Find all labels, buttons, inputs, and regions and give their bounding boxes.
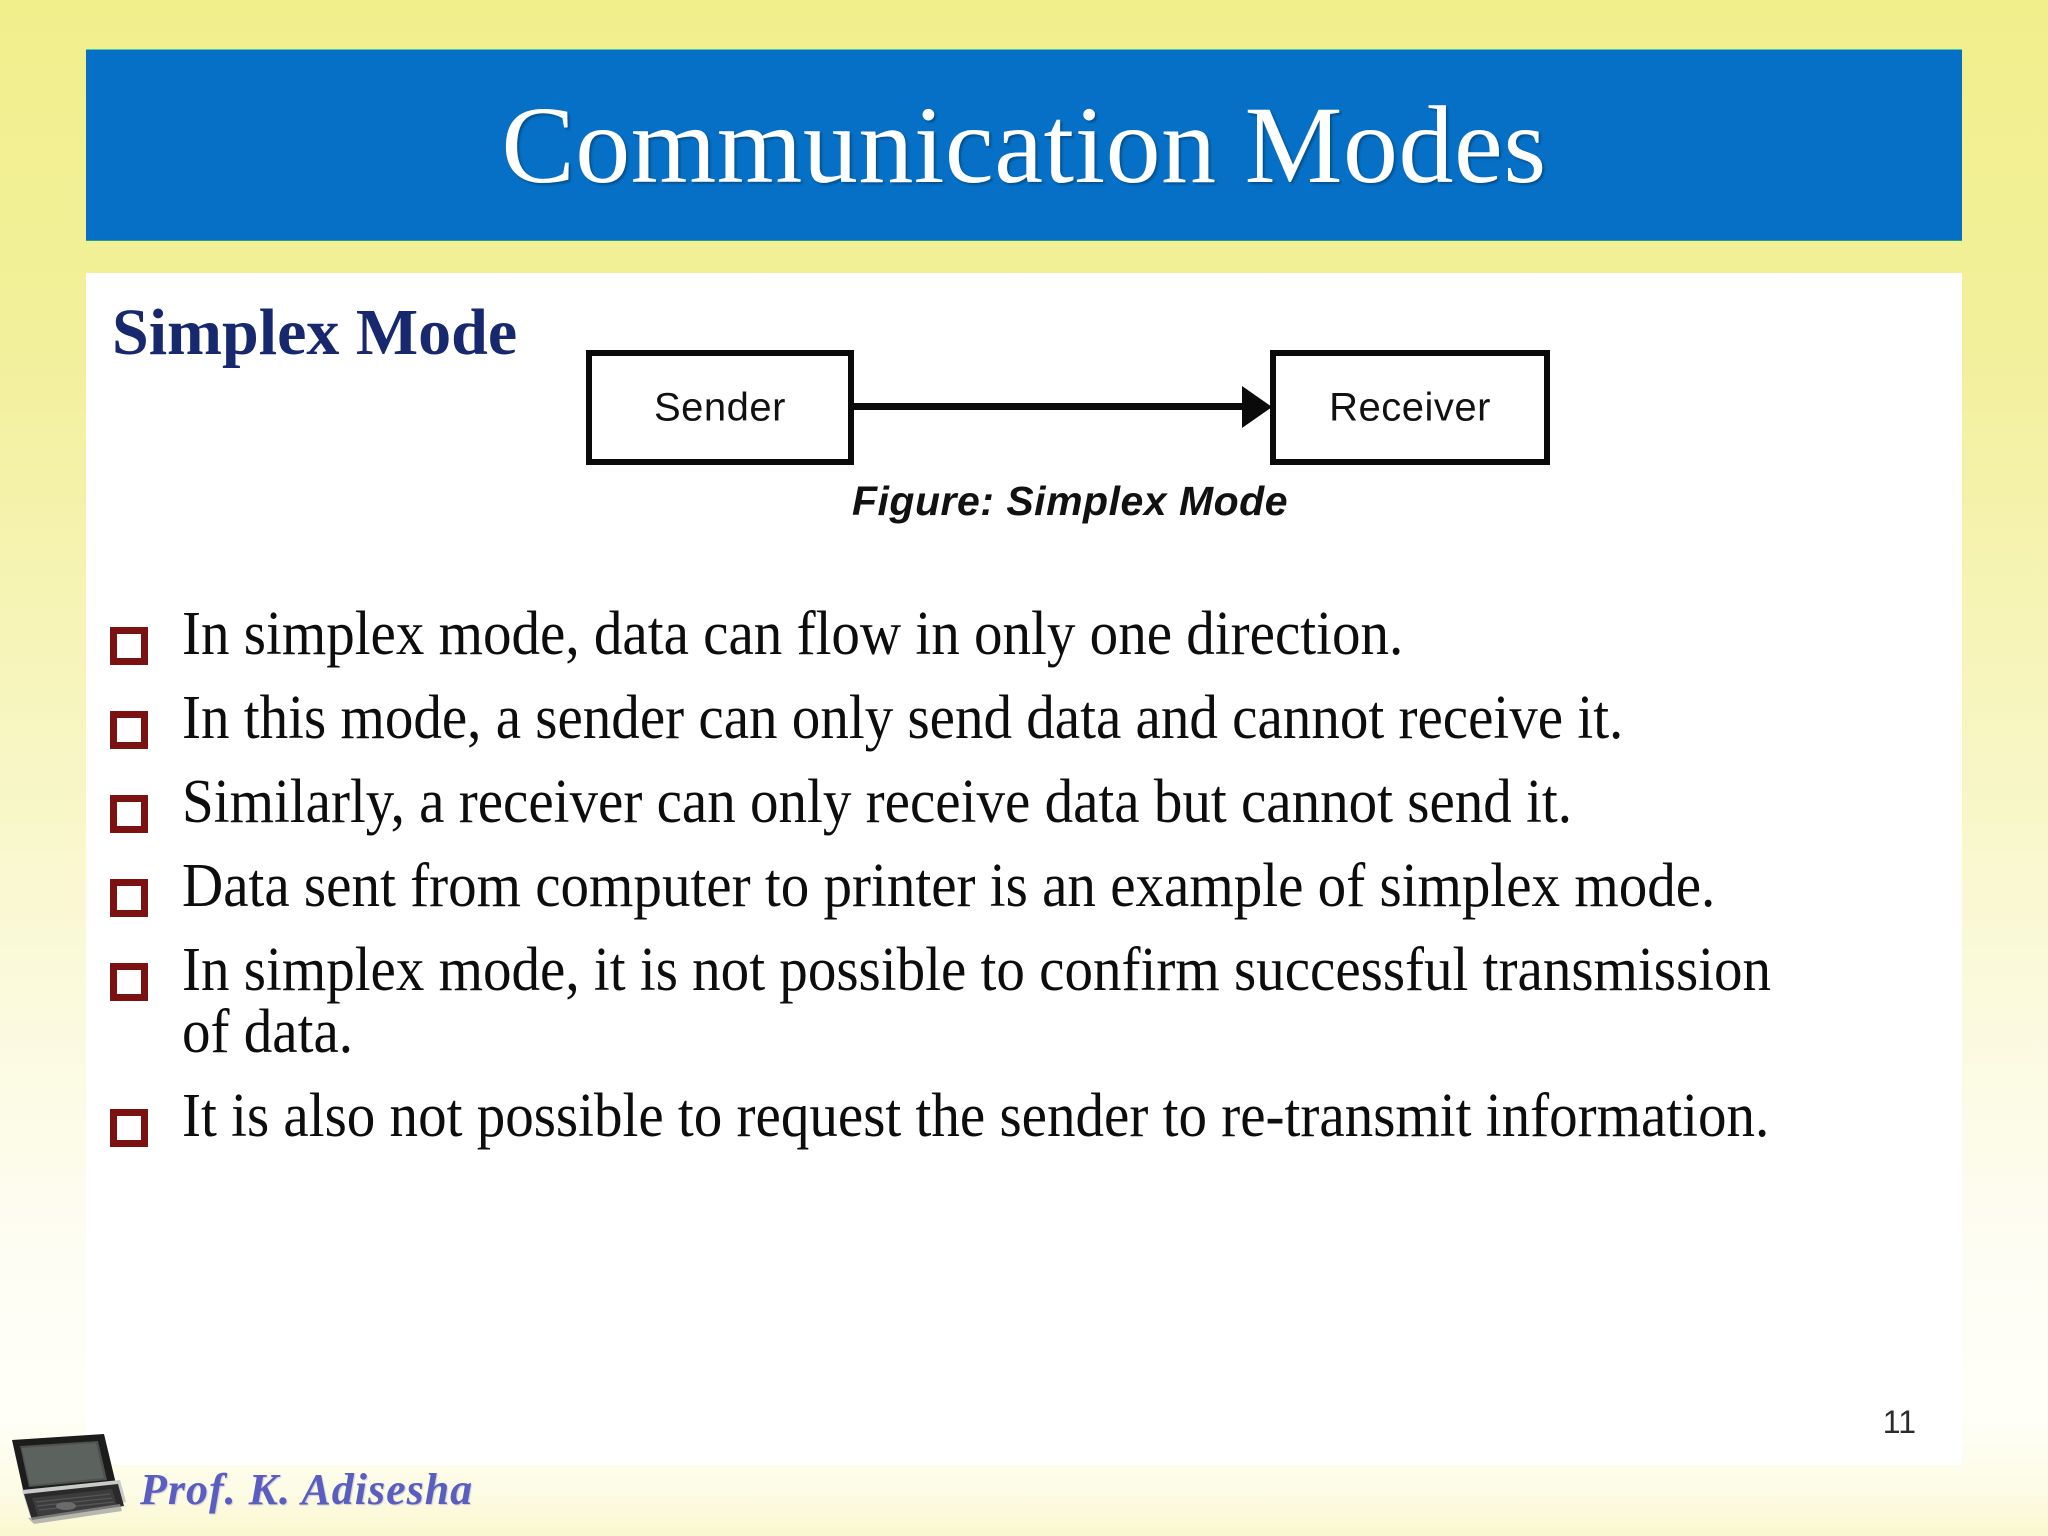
simplex-mode-diagram: Sender Receiver Figure: Simplex Mode xyxy=(570,340,1550,535)
list-item: In this mode, a sender can only send dat… xyxy=(100,687,1945,749)
square-bullet-icon xyxy=(110,963,148,1001)
list-item: It is also not possible to request the s… xyxy=(100,1085,1945,1147)
bullet-list: In simplex mode, data can flow in only o… xyxy=(100,603,1945,1169)
list-item: Data sent from computer to printer is an… xyxy=(100,855,1945,917)
square-bullet-icon xyxy=(110,627,148,665)
receiver-node-label: Receiver xyxy=(1329,385,1491,429)
list-item-text: In this mode, a sender can only send dat… xyxy=(182,684,1624,752)
section-heading: Simplex Mode xyxy=(112,296,518,369)
receiver-node: Receiver xyxy=(1270,350,1550,465)
content-panel: Simplex Mode Sender Receiver Figure: Sim… xyxy=(86,273,1962,1465)
list-item-text: In simplex mode, data can flow in only o… xyxy=(182,600,1404,668)
figure-caption: Figure: Simplex Mode xyxy=(852,478,1288,524)
square-bullet-icon xyxy=(110,879,148,917)
square-bullet-icon xyxy=(110,795,148,833)
list-item-text: It is also not possible to request the s… xyxy=(182,1082,1770,1150)
square-bullet-icon xyxy=(110,711,148,749)
author-signature: Prof. K. Adisesha xyxy=(140,1465,474,1514)
data-flow-arrow-line xyxy=(852,403,1254,410)
laptop-icon xyxy=(12,1434,126,1524)
list-item: In simplex mode, data can flow in only o… xyxy=(100,603,1945,665)
page-title: Communication Modes xyxy=(501,84,1547,206)
sender-node: Sender xyxy=(586,350,854,465)
list-item: In simplex mode, it is not possible to c… xyxy=(100,939,1945,1063)
slide-title-bar: Communication Modes xyxy=(86,50,1962,240)
list-item-text: Similarly, a receiver can only receive d… xyxy=(182,768,1573,836)
list-item-text: In simplex mode, it is not possible to c… xyxy=(182,936,1772,1066)
sender-node-label: Sender xyxy=(654,385,786,429)
list-item-text: Data sent from computer to printer is an… xyxy=(182,852,1716,920)
list-item: Similarly, a receiver can only receive d… xyxy=(100,771,1945,833)
square-bullet-icon xyxy=(110,1109,148,1147)
page-number: 11 xyxy=(1882,1404,1916,1440)
data-flow-arrow-head-icon xyxy=(1242,386,1272,428)
